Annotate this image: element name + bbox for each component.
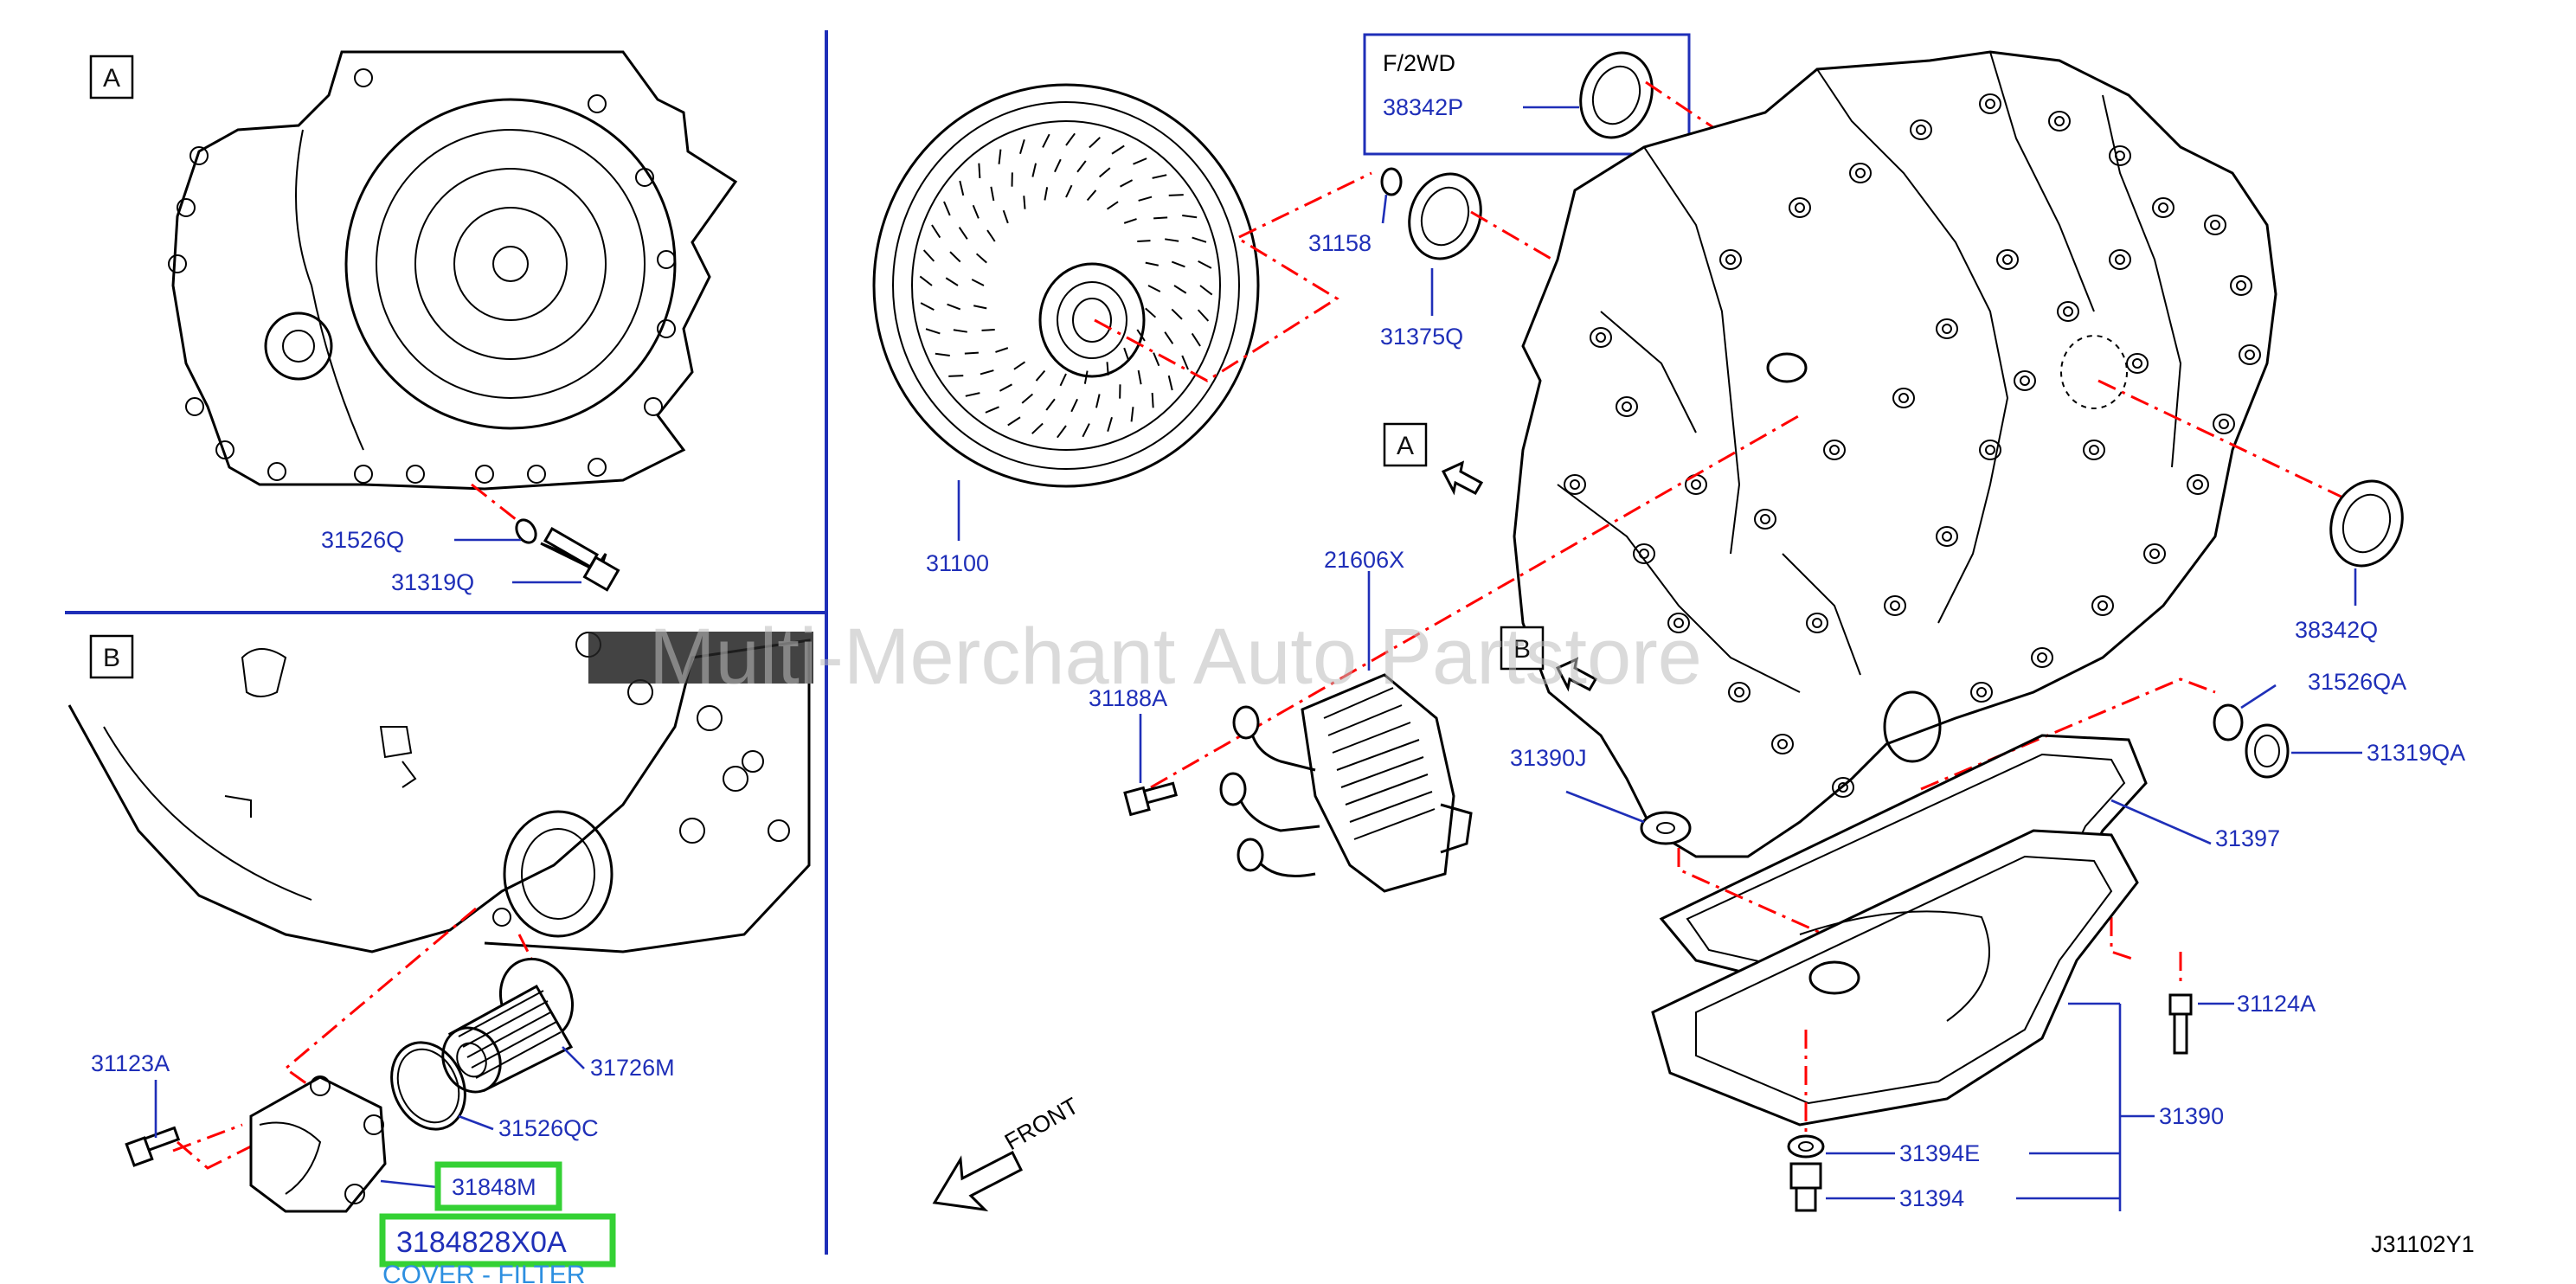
torque-converter-fins (919, 132, 1213, 439)
part-31123A[interactable]: 31123A (91, 1050, 170, 1076)
part-31124A[interactable]: 31124A (2237, 991, 2316, 1017)
transmission-case (1513, 50, 2277, 858)
front-label: FRONT (1000, 1093, 1083, 1155)
part-31188A[interactable]: 31188A (1089, 685, 1167, 711)
part-31397[interactable]: 31397 (2215, 825, 2280, 851)
part-31526Q[interactable]: 31526Q (321, 527, 404, 553)
part-38342Q[interactable]: 38342Q (2295, 617, 2378, 643)
section-b-view: B (67, 632, 813, 1284)
part-31848M[interactable]: 31848M (452, 1174, 536, 1200)
oil-seal-38342Q (2329, 479, 2404, 568)
oil-pan (1651, 829, 2139, 1127)
section-a-box (89, 55, 134, 100)
section-b-letter: B (103, 644, 120, 672)
part-31390[interactable]: 31390 (2159, 1103, 2224, 1129)
part-21606X[interactable]: 21606X (1324, 547, 1404, 573)
view-marker-a (1383, 422, 1428, 467)
part-31394E[interactable]: 31394E (1899, 1140, 1980, 1166)
highlight-part-number[interactable]: 3184828X0A (396, 1226, 567, 1259)
filter-element (441, 957, 575, 1094)
part-31526QC[interactable]: 31526QC (498, 1115, 599, 1141)
part-31319Q[interactable]: 31319Q (391, 569, 474, 595)
part-31394[interactable]: 31394 (1899, 1185, 1964, 1211)
part-31526QA[interactable]: 31526QA (2308, 669, 2406, 695)
inset-part-38342P[interactable]: 38342P (1383, 94, 1463, 120)
part-31726M[interactable]: 31726M (590, 1055, 675, 1081)
highlight-description: COVER - FILTER (382, 1261, 585, 1284)
part-31319QA[interactable]: 31319QA (2367, 740, 2465, 766)
front-arrow (932, 1150, 1024, 1212)
watermark: Multi-Merchant Auto Partstore (649, 613, 1702, 701)
highlight-box-31848M (434, 1161, 562, 1211)
oil-cooler (1219, 673, 1473, 893)
case-bolts (1564, 93, 2261, 798)
part-31158[interactable]: 31158 (1308, 230, 1372, 256)
highlight-box-part-number (379, 1213, 616, 1268)
part-31100[interactable]: 31100 (926, 550, 989, 576)
part-31390J[interactable]: 31390J (1510, 745, 1587, 771)
drain-plug-31319QA (2245, 723, 2290, 779)
torque-converter (872, 83, 1260, 488)
section-a-letter: A (103, 64, 120, 93)
diagram-code: J31102Y1 (2371, 1231, 2475, 1257)
section-a-view: A 31526Q 31319Q (89, 50, 738, 595)
filter-cover (249, 1075, 387, 1213)
view-marker-a-letter: A (1397, 432, 1414, 460)
view-marker-b-letter: B (1513, 635, 1531, 664)
section-b-box (89, 634, 134, 679)
inset-f2wd: F/2WD 38342P (1363, 33, 1691, 156)
inset-label: F/2WD (1383, 50, 1455, 76)
oil-seal-31375Q (1408, 172, 1482, 260)
view-marker-b (1500, 626, 1545, 671)
part-31375Q[interactable]: 31375Q (1380, 324, 1463, 350)
